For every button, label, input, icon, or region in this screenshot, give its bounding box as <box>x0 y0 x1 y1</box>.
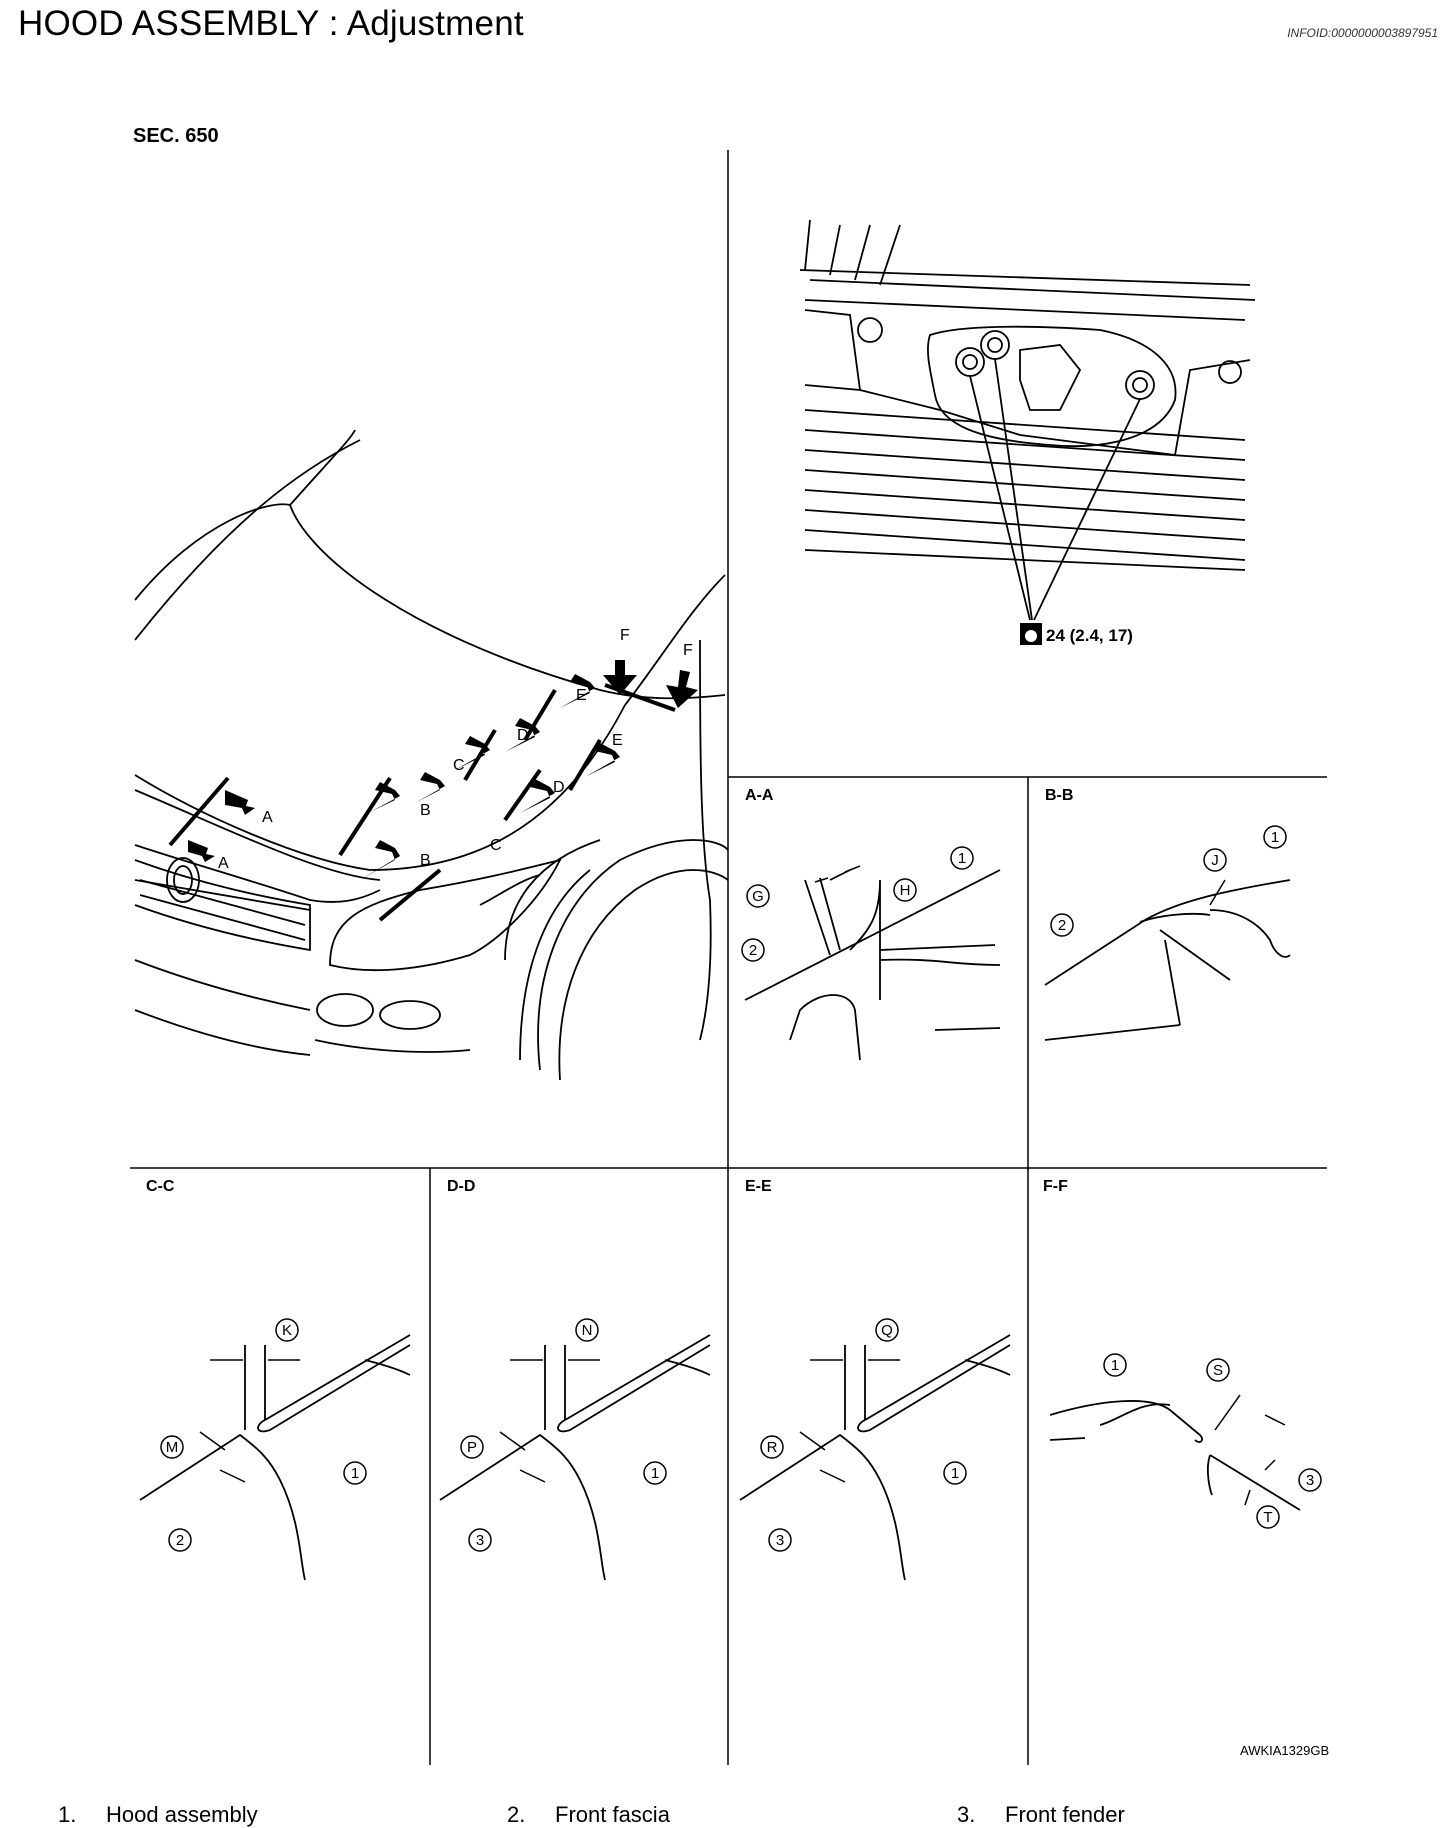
torque-value: 24 (2.4, 17) <box>1046 626 1133 645</box>
dimension-arrows <box>199 865 1286 1506</box>
legend-label: Hood assembly <box>106 1802 258 1827</box>
svg-text:2: 2 <box>749 942 757 959</box>
svg-text:3: 3 <box>776 1532 784 1549</box>
section-label: SEC. 650 <box>133 125 219 147</box>
legend-num: 3. <box>957 1802 976 1827</box>
svg-text:G: G <box>752 888 764 905</box>
section-profiles <box>139 1334 1301 1581</box>
svg-text:3: 3 <box>1306 1472 1314 1489</box>
svg-text:C: C <box>453 757 465 774</box>
svg-text:R: R <box>767 1439 778 1456</box>
svg-text:1: 1 <box>951 1465 959 1482</box>
view-label-c-c: C-C <box>146 1178 175 1195</box>
svg-text:B: B <box>420 802 431 819</box>
svg-text:A: A <box>262 809 273 826</box>
svg-text:F: F <box>683 642 693 659</box>
svg-text:3: 3 <box>476 1532 484 1549</box>
svg-text:1: 1 <box>351 1465 359 1482</box>
section-e-e-drawing <box>739 1334 1011 1581</box>
svg-text:H: H <box>900 882 911 899</box>
view-label-d-d: D-D <box>447 1178 475 1195</box>
legend-item-3: 3. Front fender <box>957 1802 1125 1828</box>
section-d-d-drawing <box>439 1334 711 1581</box>
svg-text:K: K <box>282 1322 292 1339</box>
info-id: INFOID:0000000003897951 <box>1287 26 1438 40</box>
page-title: HOOD ASSEMBLY : Adjustment <box>18 4 524 43</box>
svg-text:P: P <box>467 1439 477 1456</box>
svg-text:M: M <box>166 1439 179 1456</box>
panel-dividers <box>130 150 1327 1765</box>
view-label-b-b: B-B <box>1045 787 1073 804</box>
svg-text:F: F <box>620 627 630 644</box>
svg-text:Q: Q <box>881 1322 893 1339</box>
svg-text:S: S <box>1213 1362 1223 1379</box>
svg-text:2: 2 <box>176 1532 184 1549</box>
svg-text:A: A <box>218 855 229 872</box>
figure-code: AWKIA1329GB <box>1240 1743 1330 1758</box>
legend-label: Front fender <box>1005 1802 1125 1827</box>
legend-num: 2. <box>507 1802 526 1827</box>
svg-text:D: D <box>517 727 529 744</box>
svg-text:E: E <box>612 732 623 749</box>
legend-item-1: 1. Hood assembly <box>58 1802 258 1828</box>
svg-text:1: 1 <box>958 850 966 867</box>
section-b-b-drawing <box>1044 879 1291 1041</box>
svg-text:C: C <box>490 837 502 854</box>
car-front-illustration <box>134 429 729 1081</box>
view-label-e-e: E-E <box>745 1178 772 1195</box>
view-label-f-f: F-F <box>1043 1178 1068 1195</box>
svg-text:N: N <box>582 1322 593 1339</box>
section-f-f-drawing <box>1049 1400 1301 1511</box>
legend-num: 1. <box>58 1802 77 1827</box>
callouts: 1 1 2 2 G H J K M 1 2 N P 1 3 Q R 1 3 1 … <box>160 825 1322 1552</box>
svg-text:1: 1 <box>1271 829 1279 846</box>
svg-text:1: 1 <box>1111 1357 1119 1374</box>
view-label-a-a: A-A <box>745 787 774 804</box>
svg-text:B: B <box>420 852 431 869</box>
svg-text:T: T <box>1263 1509 1272 1526</box>
legend-item-2: 2. Front fascia <box>507 1802 670 1828</box>
hood-lock-illustration <box>799 219 1256 621</box>
section-a-a-drawing <box>744 869 1001 1061</box>
section-c-c-drawing <box>139 1334 411 1581</box>
svg-text:D: D <box>553 779 565 796</box>
torque-marker <box>1020 623 1042 645</box>
view-labels: A-A B-B C-C D-D E-E F-F <box>146 787 1073 1195</box>
svg-text:J: J <box>1211 852 1219 869</box>
svg-text:2: 2 <box>1058 917 1066 934</box>
svg-text:E: E <box>576 687 587 704</box>
section-marks: A A B B C C D D E E F F <box>168 627 698 922</box>
svg-text:1: 1 <box>651 1465 659 1482</box>
legend-label: Front fascia <box>555 1802 670 1827</box>
